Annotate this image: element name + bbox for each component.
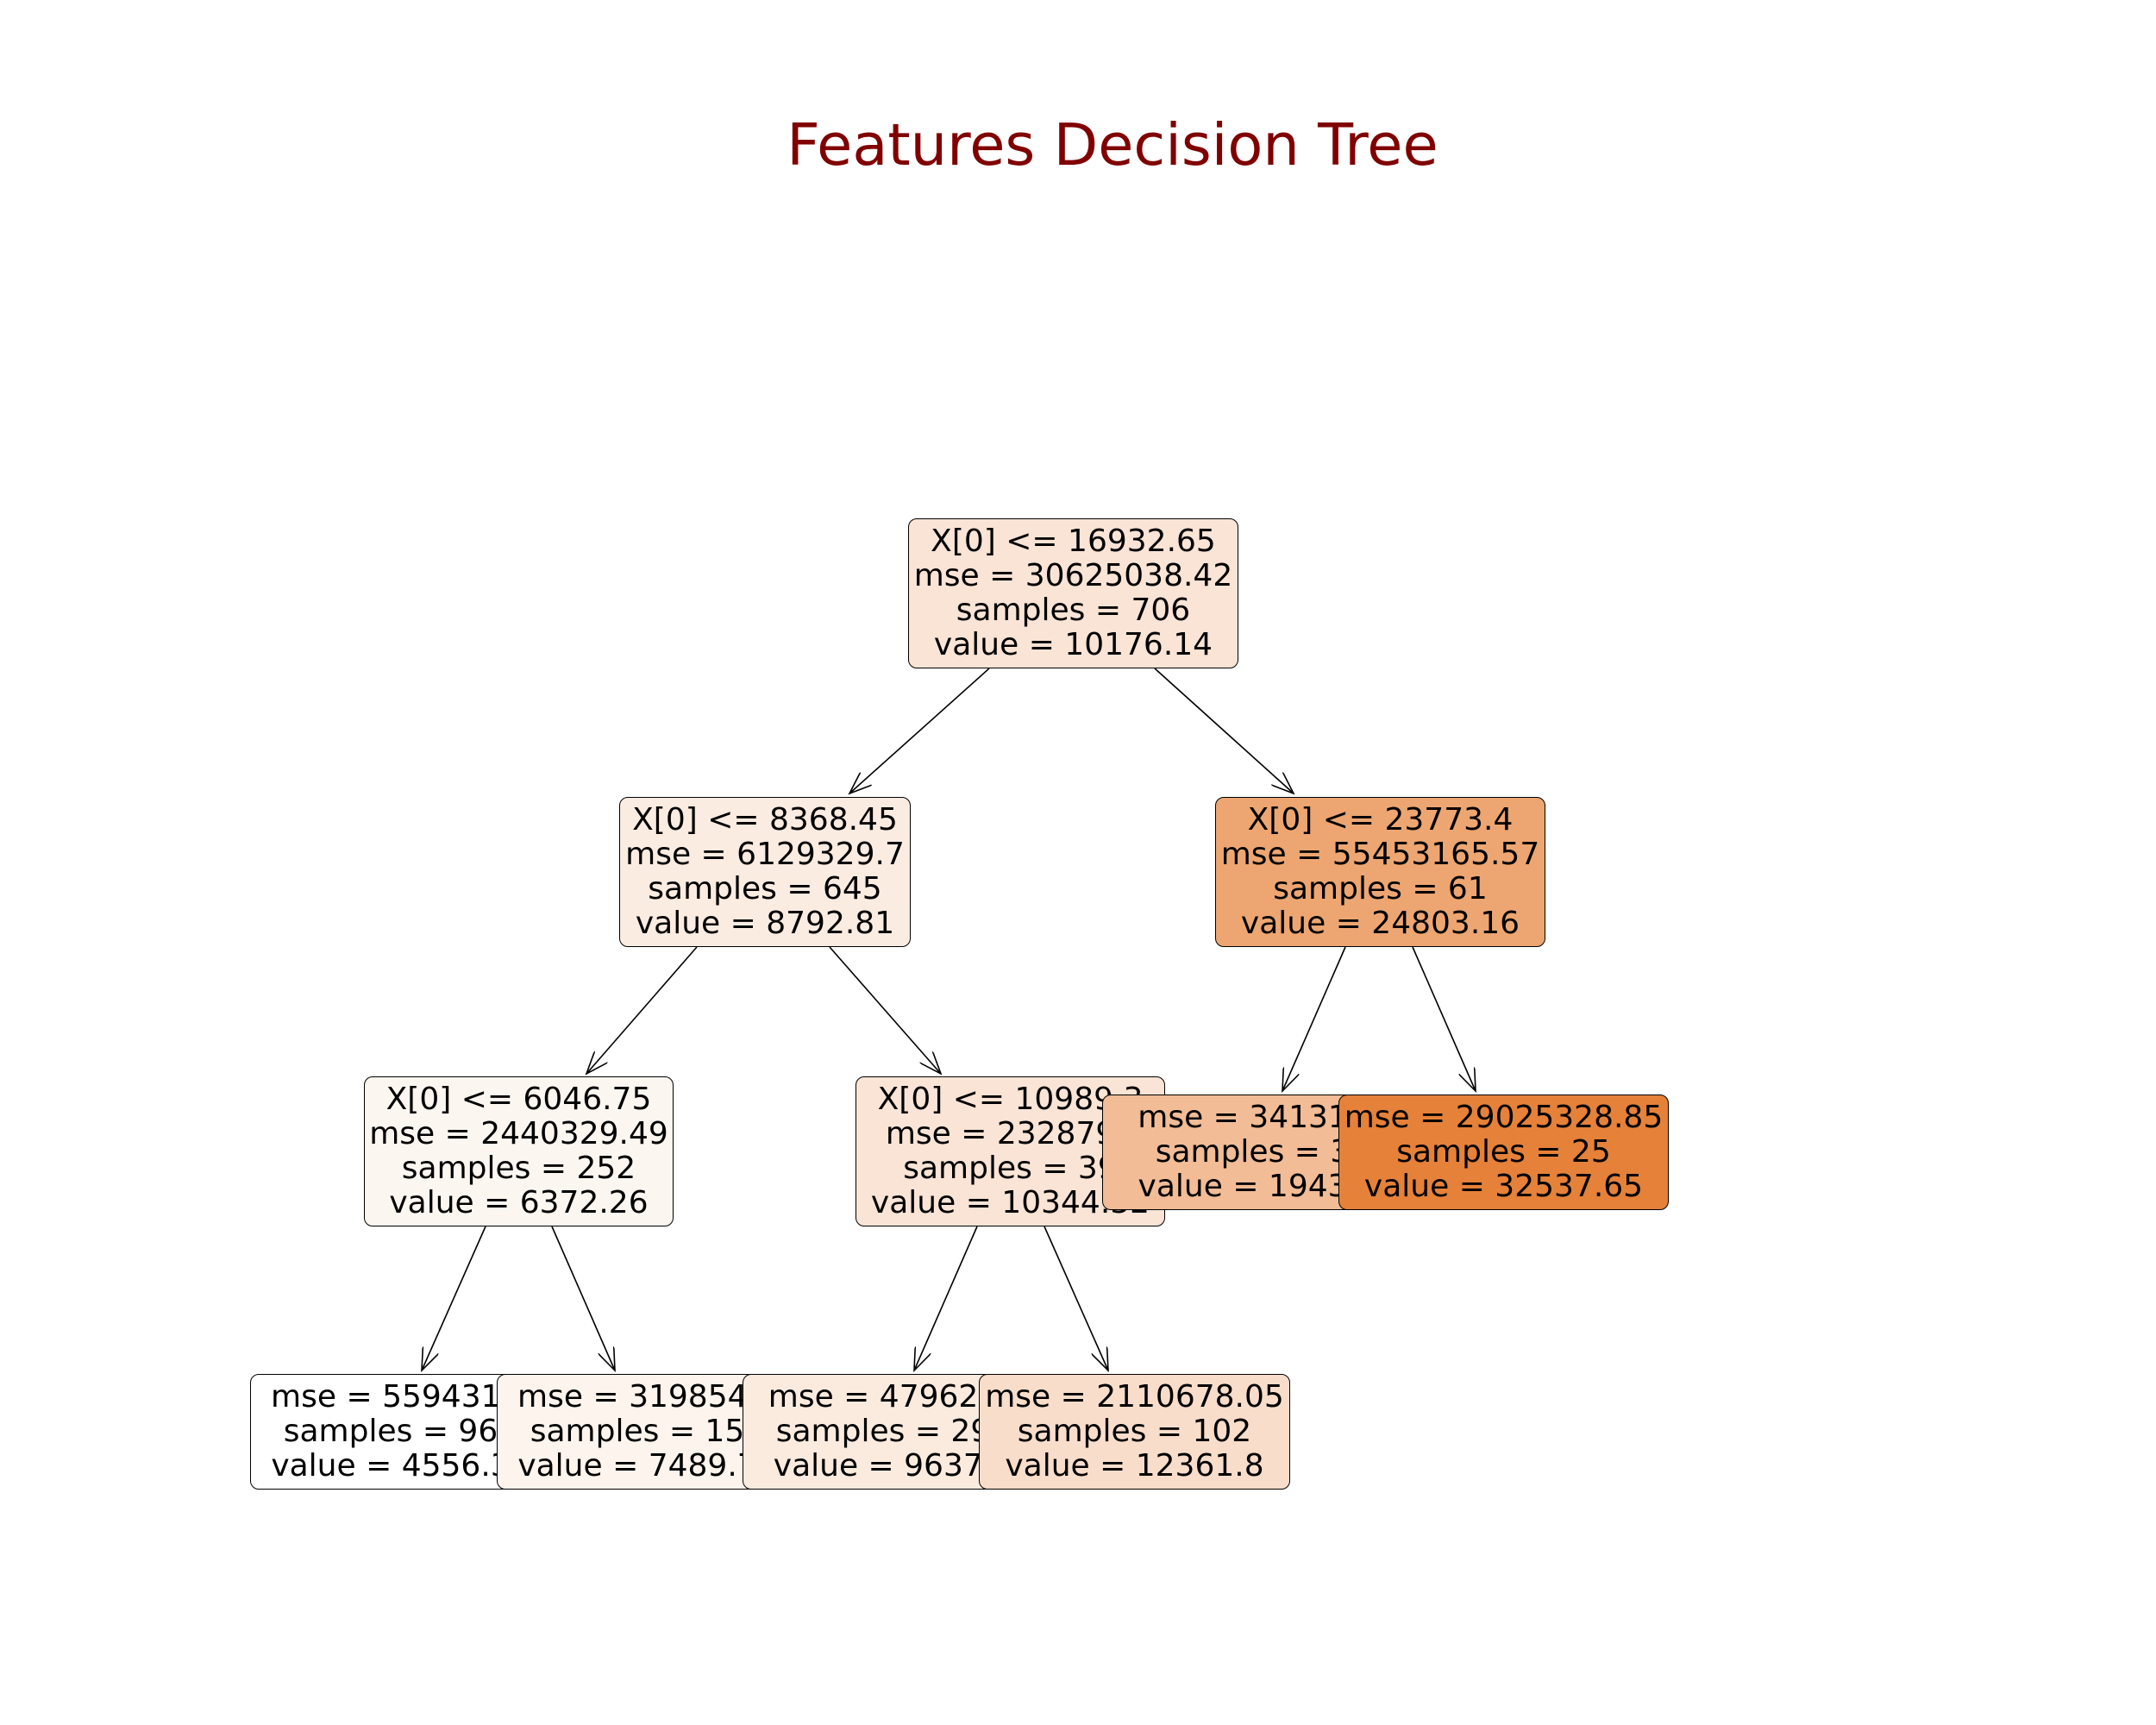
edge-n4-leaf-d bbox=[1044, 1226, 1108, 1371]
node-split: X[0] <= 16932.65 bbox=[931, 524, 1216, 559]
node-samples: samples = 3 bbox=[1155, 1134, 1351, 1170]
node-value: value = 7489.7 bbox=[517, 1448, 757, 1484]
node-value: value = 12361.8 bbox=[1005, 1448, 1264, 1484]
node-samples: samples = 15 bbox=[530, 1414, 745, 1449]
tree-leaf-c: mse = 479626 samples = 29 value = 9637. bbox=[743, 1374, 1024, 1490]
node-mse: mse = 319854. bbox=[517, 1379, 757, 1414]
tree-leaf-a: mse = 559431. samples = 96 value = 4556.… bbox=[250, 1374, 531, 1490]
node-mse: mse = 30625038.42 bbox=[913, 558, 1233, 593]
tree-leaf-right-right: mse = 29025328.85 samples = 25 value = 3… bbox=[1338, 1095, 1669, 1210]
node-value: value = 4556.3 bbox=[271, 1448, 511, 1484]
tree-leaf-b: mse = 319854. samples = 15 value = 7489.… bbox=[497, 1374, 778, 1490]
node-split: X[0] <= 8368.45 bbox=[632, 802, 898, 837]
node-samples: samples = 96 bbox=[283, 1414, 498, 1449]
node-value: value = 24803.16 bbox=[1240, 906, 1520, 941]
node-mse: mse = 55453165.57 bbox=[1220, 837, 1540, 872]
edge-n3-leaf-b bbox=[551, 1226, 615, 1371]
node-samples: samples = 61 bbox=[1273, 871, 1488, 906]
edge-n1-n3 bbox=[586, 946, 698, 1074]
edge-root-n2 bbox=[1154, 668, 1294, 794]
tree-node-right: X[0] <= 23773.4 mse = 55453165.57 sample… bbox=[1215, 797, 1545, 947]
node-samples: samples = 39 bbox=[903, 1151, 1118, 1186]
edge-root-n1 bbox=[849, 668, 990, 794]
tree-node-root: X[0] <= 16932.65 mse = 30625038.42 sampl… bbox=[908, 518, 1238, 668]
node-mse: mse = 6129329.7 bbox=[625, 837, 905, 872]
tree-node-left: X[0] <= 8368.45 mse = 6129329.7 samples … bbox=[619, 797, 911, 947]
node-samples: samples = 252 bbox=[401, 1151, 636, 1186]
node-split: X[0] <= 10989.3 bbox=[877, 1082, 1144, 1117]
node-samples: samples = 645 bbox=[648, 871, 882, 906]
tree-node-left-left: X[0] <= 6046.75 mse = 2440329.49 samples… bbox=[364, 1076, 674, 1226]
edge-n2-n8 bbox=[1412, 946, 1476, 1091]
node-mse: mse = 479626 bbox=[768, 1379, 999, 1414]
node-value: value = 32537.65 bbox=[1363, 1169, 1644, 1204]
node-samples: samples = 706 bbox=[956, 593, 1191, 628]
node-mse: mse = 559431. bbox=[271, 1379, 511, 1414]
node-samples: samples = 102 bbox=[1017, 1414, 1252, 1449]
node-mse: mse = 341311 bbox=[1138, 1100, 1368, 1135]
edge-n4-leaf-c bbox=[914, 1226, 978, 1371]
node-value: value = 8792.81 bbox=[635, 906, 895, 941]
node-mse: mse = 29025328.85 bbox=[1344, 1100, 1664, 1135]
edge-n3-leaf-a bbox=[422, 1226, 486, 1371]
node-value: value = 9637. bbox=[773, 1448, 993, 1484]
node-mse: mse = 2328792 bbox=[885, 1116, 1136, 1151]
node-split: X[0] <= 6046.75 bbox=[385, 1082, 652, 1117]
figure-title: Features Decision Tree bbox=[787, 111, 1438, 179]
node-split: X[0] <= 23773.4 bbox=[1247, 802, 1514, 837]
node-samples: samples = 25 bbox=[1396, 1134, 1611, 1170]
node-mse: mse = 2110678.05 bbox=[985, 1379, 1284, 1414]
node-mse: mse = 2440329.49 bbox=[369, 1116, 668, 1151]
node-value: value = 19431 bbox=[1138, 1169, 1368, 1204]
edge-n1-n4 bbox=[829, 946, 941, 1074]
node-value: value = 10176.14 bbox=[933, 627, 1213, 662]
tree-leaf-d: mse = 2110678.05 samples = 102 value = 1… bbox=[979, 1374, 1290, 1490]
edge-n2-n7 bbox=[1282, 946, 1346, 1091]
node-samples: samples = 29 bbox=[775, 1414, 991, 1449]
node-value: value = 6372.26 bbox=[389, 1185, 649, 1220]
